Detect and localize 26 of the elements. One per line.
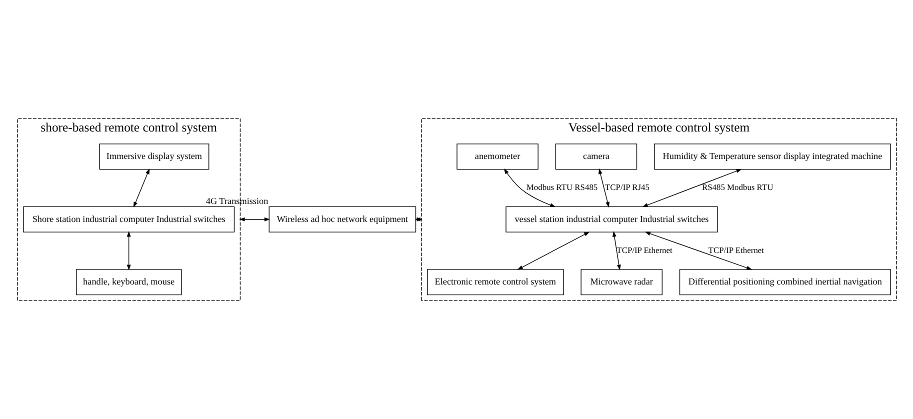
arrow <box>644 232 752 270</box>
node-box: handle, keyboard, mouse <box>75 269 182 296</box>
node-box: anemometer <box>456 144 538 170</box>
node-box: Shore station industrial computer Industrial switches <box>22 206 234 232</box>
arrow <box>126 231 130 270</box>
node-box: Immersive display system <box>98 144 209 170</box>
node-box: camera <box>554 144 637 170</box>
node-box: Humidity & Temperature sensor display integrated machine <box>654 144 890 170</box>
arrow <box>238 217 270 222</box>
edge-label: TCP/IP RJ45 <box>604 182 649 192</box>
edge-label: TCP/IP Ethernet <box>708 244 764 255</box>
arrow <box>642 169 742 208</box>
node-box: Electronic remote control system <box>426 269 564 296</box>
arrow <box>503 168 556 208</box>
edge-label: RS485 Modbus RTU <box>701 182 773 192</box>
edge-label: TCP/IP Ethernet <box>616 244 672 255</box>
arrow <box>132 168 150 208</box>
node-label: 4G Transmission <box>205 196 268 206</box>
arrow <box>516 232 590 270</box>
arrow <box>598 168 609 208</box>
node-box: Differential positioning combined inertial navigation <box>678 269 890 296</box>
node-box: Wireless ad hoc network equipment <box>268 206 416 232</box>
node-box: vessel station industrial computer Industrial switches <box>505 206 718 232</box>
edge-label: Modbus RTU RS485 <box>526 182 598 192</box>
arrow <box>612 231 620 270</box>
node-box: Microwave radar <box>580 269 662 296</box>
